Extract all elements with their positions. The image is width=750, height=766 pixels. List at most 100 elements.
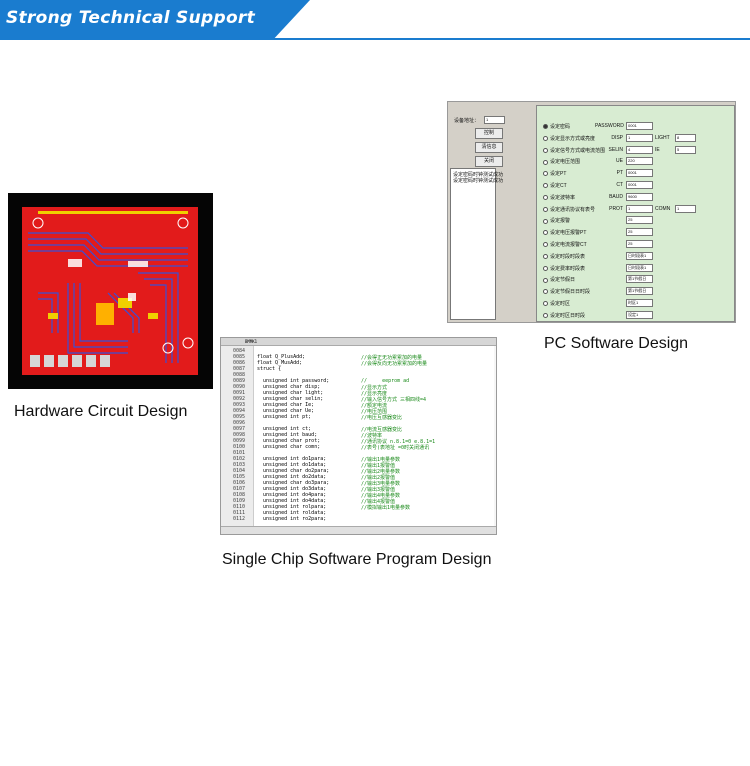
field-value[interactable]: 25	[626, 228, 653, 237]
list-item: 设定密码时钟测试成功	[453, 172, 504, 178]
settings-option[interactable]: 设定节假日日时段	[543, 288, 590, 295]
settings-option[interactable]: 设定波特率	[543, 194, 575, 201]
field-value[interactable]: 25	[626, 216, 653, 225]
pcb-image	[8, 193, 213, 389]
settings-option[interactable]: 设定显示方式或亮度	[543, 135, 595, 142]
control-button[interactable]: 控制	[475, 128, 503, 139]
code-text: unsigned int password;	[257, 378, 330, 384]
radio-icon[interactable]	[543, 242, 548, 248]
radio-icon[interactable]	[543, 206, 548, 212]
line-number: 0094	[233, 408, 246, 414]
close-button[interactable]: 关闭	[475, 156, 503, 167]
settings-option-label: 设定时段时段表	[550, 253, 586, 260]
line-number: 0112	[233, 516, 246, 522]
radio-icon[interactable]	[543, 230, 548, 236]
radio-icon[interactable]	[543, 135, 548, 141]
field-value-2[interactable]: 5	[675, 145, 696, 154]
field-name-2: IE	[655, 146, 660, 153]
settings-option[interactable]: 设定时区	[543, 300, 570, 307]
address-field[interactable]: 1	[484, 116, 505, 124]
caption-pc: PC Software Design	[544, 335, 689, 352]
settings-option[interactable]: 设定电流报警CT	[543, 241, 587, 248]
settings-option-label: 设定CT	[550, 183, 567, 189]
line-gutter	[221, 346, 254, 526]
line-number: 0095	[233, 414, 246, 420]
settings-option[interactable]: 设定报警	[543, 217, 570, 224]
line-number: 0108	[233, 492, 246, 498]
code-comment: //电压互感器变比	[361, 415, 403, 421]
settings-option[interactable]: 设定通讯协议有表号	[543, 206, 595, 213]
field-value[interactable]: 9600	[626, 192, 653, 201]
field-value-2[interactable]: 1	[675, 204, 696, 213]
field-value[interactable]: 0001	[626, 122, 653, 130]
field-value[interactable]: 220	[626, 157, 653, 166]
settings-option[interactable]: 设定密码	[543, 123, 570, 130]
field-value[interactable]: 0001	[626, 181, 653, 189]
field-value[interactable]: 第1节假日	[626, 275, 653, 284]
radio-icon[interactable]	[543, 194, 548, 200]
field-value[interactable]: 1	[626, 133, 653, 142]
code-comment: //输入信号方式 三相四线=4	[361, 397, 427, 403]
code-text: unsigned int do1data;	[257, 462, 327, 468]
settings-option[interactable]: 设定电压范围	[543, 158, 580, 165]
field-value-2[interactable]: 8	[675, 133, 696, 142]
message-list[interactable]: 设定密码时钟测试成功 设定密码时钟测试成功	[450, 168, 503, 320]
line-number: 0092	[233, 396, 246, 402]
radio-icon[interactable]	[543, 289, 548, 295]
settings-option[interactable]: 设定节假日	[543, 276, 575, 283]
field-value[interactable]: 4	[626, 145, 653, 154]
settings-option[interactable]: 设定时区日时段	[543, 312, 585, 319]
radio-icon[interactable]	[543, 147, 548, 153]
code-comment: //模拟输出1电量参数	[361, 505, 411, 511]
radio-icon[interactable]	[543, 218, 548, 224]
radio-icon[interactable]	[543, 171, 548, 177]
field-value[interactable]: 设定1	[626, 310, 653, 319]
list-item: 设定密码时钟测试成功	[453, 178, 504, 184]
editor-tab[interactable]: BMMK1	[245, 339, 258, 344]
radio-icon[interactable]	[543, 124, 548, 130]
radio-icon[interactable]	[543, 253, 548, 259]
settings-option-label: 设定电压报警PT	[550, 230, 587, 237]
code-comment: //输出2电量参数	[361, 469, 401, 475]
settings-option[interactable]: 设定CT	[543, 182, 567, 189]
field-value[interactable]: 时区1	[626, 299, 653, 307]
field-value[interactable]: 0001	[626, 169, 653, 178]
line-number: 0111	[233, 510, 246, 516]
code-text: float Q_MusAdd;	[257, 360, 303, 366]
field-value[interactable]: 日时段表1	[626, 263, 653, 272]
radio-icon[interactable]	[543, 301, 548, 307]
code-comment: //输出4电量参数	[361, 493, 401, 499]
line-number: 0091	[233, 390, 246, 396]
line-number: 0099	[233, 438, 246, 444]
settings-option[interactable]: 设定PT	[543, 170, 566, 177]
radio-icon[interactable]	[543, 265, 548, 271]
horizontal-scrollbar[interactable]	[221, 526, 496, 534]
settings-option-label: 设定电流报警CT	[550, 242, 587, 248]
field-name: PROT	[609, 205, 623, 212]
code-comment: //电压范围	[361, 409, 388, 415]
settings-option[interactable]: 设定电压报警PT	[543, 229, 586, 236]
clear-info-button[interactable]: 清信息	[475, 142, 503, 153]
radio-icon[interactable]	[543, 183, 548, 189]
field-name: PT	[616, 170, 623, 177]
code-comment: //显示亮度	[361, 391, 388, 397]
settings-option[interactable]: 设定信号方式或电流范围	[543, 147, 605, 154]
field-name-2: COMN	[655, 205, 671, 212]
field-value[interactable]: 日时段表1	[626, 251, 653, 260]
radio-icon[interactable]	[543, 312, 548, 318]
field-value[interactable]: 第1节假日	[626, 287, 653, 296]
radio-icon[interactable]	[543, 277, 548, 283]
radio-icon[interactable]	[543, 159, 548, 165]
field-value[interactable]: 1	[626, 204, 653, 213]
code-comment: //会得正无功累累加的电量	[361, 355, 423, 361]
pcb-drawing	[8, 193, 213, 389]
field-value[interactable]: 25	[626, 240, 653, 248]
settings-option[interactable]: 设定费率时段表	[543, 265, 585, 272]
line-number: 0100	[233, 444, 246, 450]
settings-option[interactable]: 设定时段时段表	[543, 253, 585, 260]
code-text: unsigned int roldata;	[257, 510, 327, 516]
